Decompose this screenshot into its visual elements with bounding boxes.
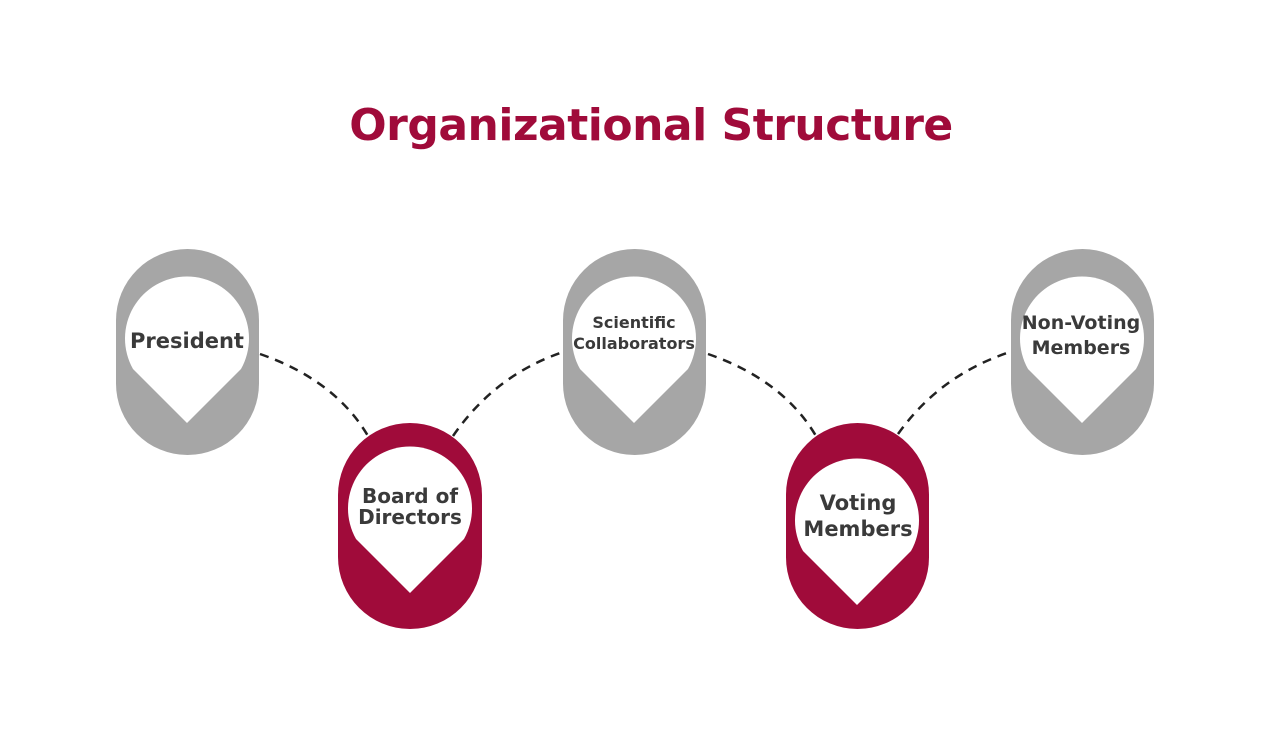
- node-voting-members: [786, 423, 929, 629]
- node-pin: [794, 458, 919, 605]
- node-president: [116, 249, 259, 455]
- connector-board-scientific: [451, 350, 564, 437]
- node-pin: [1020, 276, 1144, 423]
- node-board-of-directors: [338, 423, 482, 629]
- node-label-non-voting-members: Non-Voting Members: [1021, 312, 1141, 359]
- node-pin: [347, 446, 472, 593]
- node-label-board-of-directors: Board of Directors: [358, 484, 462, 529]
- node-label-scientific-collaborators: Scientific Collaborators: [573, 313, 695, 353]
- node-scientific-collaborators: [563, 249, 706, 455]
- connector-president-board: [259, 352, 370, 437]
- node-label-president: President: [130, 329, 244, 353]
- node-pin: [125, 276, 250, 423]
- connector-scientific-voting: [707, 352, 818, 437]
- page-title: Organizational Structure: [349, 100, 953, 151]
- node-pin: [572, 276, 697, 423]
- connector-voting-nonvoting: [896, 350, 1011, 435]
- node-label-voting-members: Voting Members: [803, 491, 913, 542]
- node-non-voting-members: [1011, 249, 1154, 455]
